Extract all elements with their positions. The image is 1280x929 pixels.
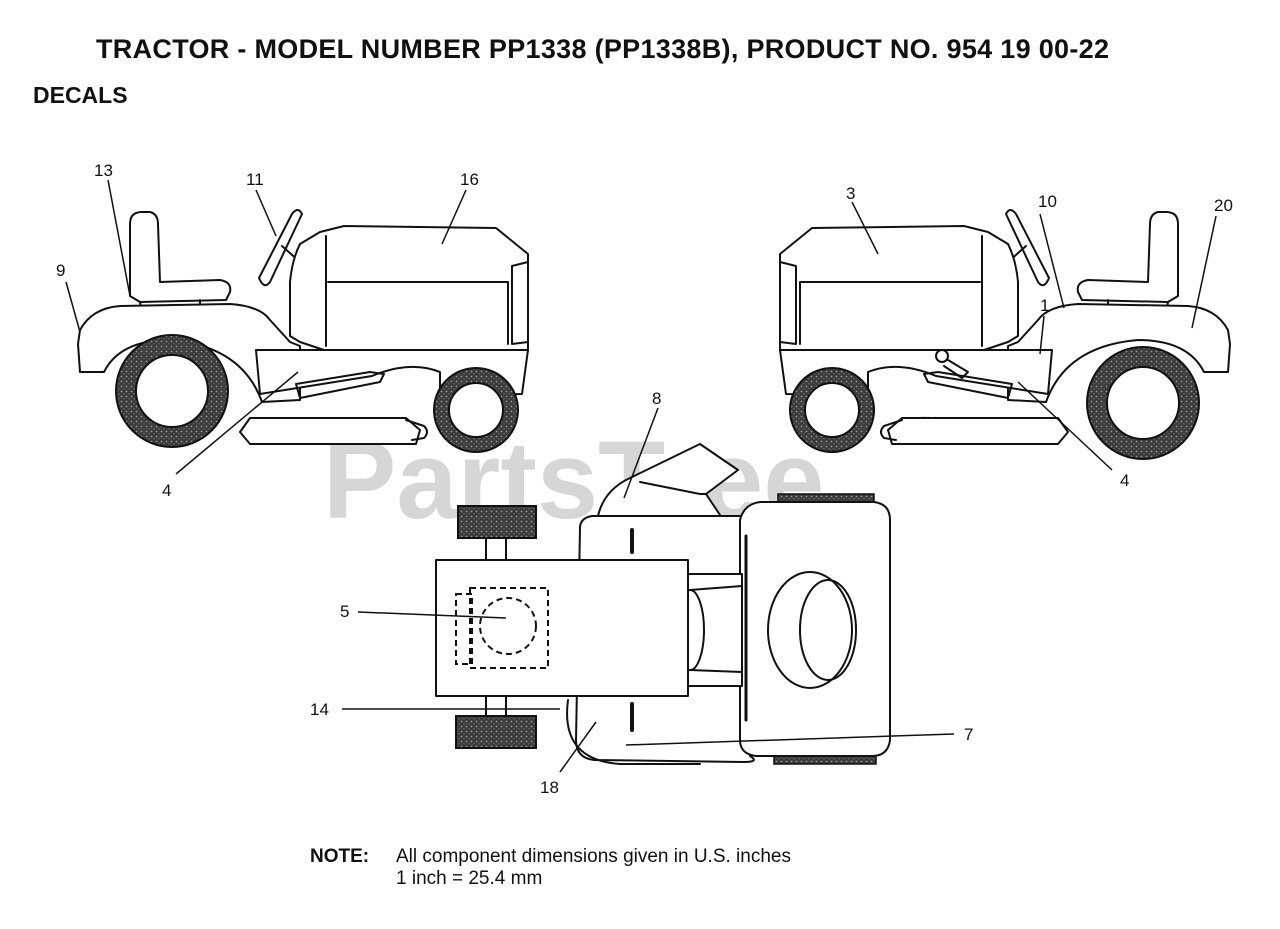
callout-leaders bbox=[65, 179, 1217, 773]
tractor-left-view bbox=[77, 209, 529, 453]
callout-11: 11 bbox=[246, 170, 264, 189]
seat-left bbox=[129, 211, 232, 303]
note-text: All component dimensions given in U.S. i… bbox=[396, 846, 791, 890]
callout-10: 10 bbox=[1038, 192, 1057, 211]
callout-4-right: 4 bbox=[1120, 471, 1129, 490]
callout-9: 9 bbox=[56, 261, 65, 280]
rear-body-top bbox=[435, 559, 689, 697]
diagram-subtitle: DECALS bbox=[33, 82, 128, 108]
diagram-title: TRACTOR - MODEL NUMBER PP1338 (PP1338B),… bbox=[96, 34, 1110, 64]
callout-8: 8 bbox=[652, 389, 661, 408]
tractor-right-view bbox=[779, 209, 1231, 460]
tractor-top-view bbox=[435, 443, 891, 765]
callout-20: 20 bbox=[1214, 196, 1233, 215]
note-label: NOTE: bbox=[310, 846, 370, 867]
mower-deck-left bbox=[239, 417, 421, 445]
callout-5: 5 bbox=[340, 602, 349, 621]
callout-4-left: 4 bbox=[162, 481, 171, 500]
callout-3: 3 bbox=[846, 184, 855, 203]
callout-16: 16 bbox=[460, 170, 479, 189]
callout-14: 14 bbox=[310, 700, 329, 719]
callout-1: 1 bbox=[1040, 296, 1049, 315]
callout-18: 18 bbox=[540, 778, 559, 797]
callout-7: 7 bbox=[964, 725, 973, 744]
callout-13: 13 bbox=[94, 161, 113, 180]
steering-wheel-left bbox=[258, 209, 303, 287]
note-line-1: All component dimensions given in U.S. i… bbox=[396, 846, 791, 867]
note-line-2: 1 inch = 25.4 mm bbox=[396, 868, 543, 889]
dimension-note: NOTE: All component dimensions given in U… bbox=[310, 846, 791, 890]
